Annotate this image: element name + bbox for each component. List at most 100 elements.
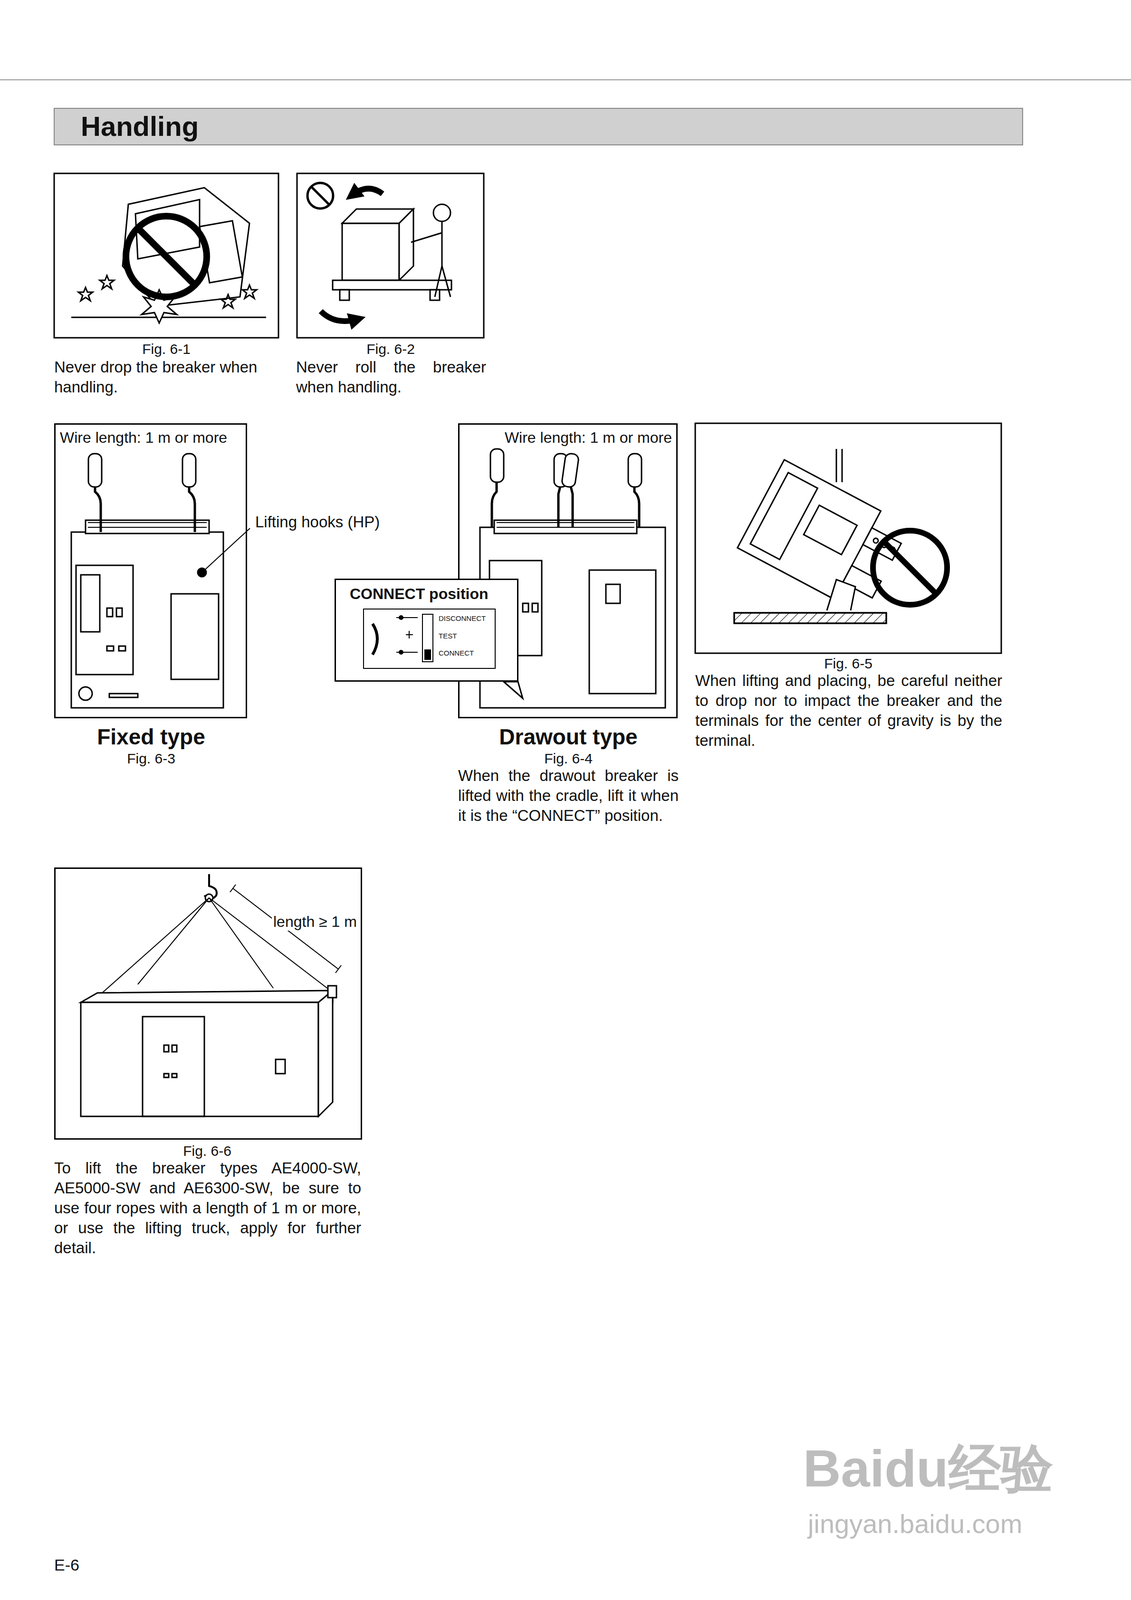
roll-illustration-part xyxy=(441,266,451,298)
drop-illustration-part xyxy=(99,275,115,289)
four-rope-lifting-illustration-part xyxy=(80,1002,319,1117)
drop-illustration-part xyxy=(137,228,195,286)
drop-illustration-part xyxy=(220,294,236,308)
four-rope-lifting-illustration-part xyxy=(102,898,210,994)
position-label: DISCONNECT xyxy=(437,614,488,624)
title-band xyxy=(54,108,1023,145)
position-label: CONNECT xyxy=(437,649,476,658)
fixed-breaker-illustration-part xyxy=(87,522,207,528)
fixed-breaker-illustration-part xyxy=(85,520,210,534)
fixed-breaker-illustration-part xyxy=(106,608,113,617)
figure-number: Fig. 6-3 xyxy=(56,749,247,768)
drawout-breaker-illustration-part xyxy=(628,453,642,488)
caption-text: Never roll the breaker when handling. xyxy=(296,357,487,398)
fixed-breaker-illustration-part xyxy=(171,594,219,680)
tilted-breaker-illustration-part xyxy=(826,579,856,611)
roll-illustration xyxy=(297,173,484,338)
figure-frame: length ≥ 1 m xyxy=(54,867,363,1141)
callout-box: CONNECT positionDISCONNECT TEST CONNECT xyxy=(334,578,519,682)
drawout-breaker-illustration-part xyxy=(503,681,523,699)
type-heading: Drawout type xyxy=(473,723,664,752)
drawout-breaker-illustration-part xyxy=(634,484,640,528)
caption-text: When the drawout breaker is lifted with … xyxy=(458,766,679,826)
tilted-breaker-illustration-part xyxy=(872,530,948,605)
four-rope-lifting-illustration-part xyxy=(335,965,342,974)
drawout-breaker-illustration-part xyxy=(522,603,529,613)
title-band-part xyxy=(54,108,1023,145)
roll-illustration-part xyxy=(441,221,443,267)
figure-number: Fig. 6-4 xyxy=(473,749,664,768)
indicator-panel-part xyxy=(372,623,378,655)
drop-illustration-part xyxy=(122,187,250,307)
four-rope-lifting-illustration-part xyxy=(142,1016,205,1117)
figure-number: Fig. 6-2 xyxy=(319,340,462,359)
callout-heading: CONNECT position xyxy=(348,584,490,604)
fixed-breaker-illustration-part xyxy=(182,453,196,488)
fixed-breaker-illustration-part xyxy=(109,693,138,698)
fixed-breaker-illustration-part xyxy=(201,528,250,573)
four-rope-lifting-illustration-part xyxy=(275,1059,286,1074)
drawout-breaker-illustration-part xyxy=(496,522,635,528)
fixed-breaker-illustration-part xyxy=(118,646,126,652)
tilted-breaker-illustration-part-part xyxy=(803,505,857,555)
indicator-panel-part xyxy=(422,614,433,662)
drawout-breaker-illustration-part xyxy=(532,603,538,613)
dimension-label: length ≥ 1 m xyxy=(271,912,359,931)
fixed-breaker-illustration-part xyxy=(189,484,195,533)
four-rope-lifting-illustration-part xyxy=(209,898,331,991)
drop-illustration-part xyxy=(135,199,200,259)
tilted-breaker-illustration-part-part xyxy=(737,460,882,600)
watermark: Baidu经验 xyxy=(803,1435,1098,1503)
caption-text: Never drop the breaker when handling. xyxy=(54,357,282,398)
four-rope-lifting-illustration-part xyxy=(172,1045,177,1053)
tilted-breaker-illustration-part xyxy=(734,613,887,624)
indicator-panel-part xyxy=(408,631,410,639)
caption-text: When lifting and placing, be careful nei… xyxy=(695,670,1003,751)
four-rope-lifting-illustration-part xyxy=(327,986,337,998)
tilted-breaker-illustration-part xyxy=(883,541,937,595)
drop-illustration-part xyxy=(78,287,93,301)
position-label: TEST xyxy=(437,632,459,641)
figure-number: Fig. 6-6 xyxy=(135,1142,279,1161)
indicator-panel-part xyxy=(363,609,496,669)
tilted-breaker-illustration xyxy=(695,423,1002,654)
roll-illustration-part xyxy=(339,289,350,301)
drawout-breaker-illustration-part xyxy=(570,484,573,528)
roll-illustration-part xyxy=(434,266,442,298)
tilted-breaker-illustration-part-part xyxy=(750,472,818,560)
roll-illustration-part xyxy=(411,232,442,243)
four-rope-lifting-illustration-part xyxy=(163,1045,169,1053)
drop-illustration-part xyxy=(242,285,257,299)
drop-illustration-part xyxy=(54,173,279,338)
indicator-panel-part xyxy=(399,650,403,655)
indicator-panel-part xyxy=(424,650,431,660)
type-heading: Fixed type xyxy=(56,723,247,752)
figure-number: Fig. 6-1 xyxy=(95,340,238,359)
drawout-breaker-illustration-part xyxy=(558,484,561,528)
page-rule xyxy=(0,79,1131,81)
roll-illustration-part xyxy=(307,182,334,209)
caption-text: To lift the breaker types AE4000-SW, AE5… xyxy=(54,1158,362,1259)
four-rope-lifting-illustration-part xyxy=(137,898,210,985)
watermark: jingyan.baidu.com xyxy=(807,1507,1103,1542)
four-rope-lifting-illustration-part xyxy=(80,990,333,1003)
page-number: E-6 xyxy=(54,1554,150,1576)
drawout-breaker-illustration-part xyxy=(589,570,656,694)
tilted-breaker-illustration-part-part xyxy=(872,537,880,545)
roll-illustration-part xyxy=(311,186,330,205)
roll-illustration-part xyxy=(352,188,383,195)
fixed-breaker-illustration-part xyxy=(116,608,123,617)
drawout-breaker-illustration-part xyxy=(490,449,504,483)
tilted-breaker-illustration-part xyxy=(734,613,887,624)
fixed-breaker-illustration-part xyxy=(71,532,224,709)
fixed-breaker-illustration-part xyxy=(80,575,100,633)
roll-illustration-part xyxy=(332,280,452,290)
fixed-breaker-illustration-part xyxy=(88,453,102,488)
four-rope-lifting-illustration-part xyxy=(163,1073,169,1078)
tilted-breaker-illustration-part xyxy=(841,449,844,483)
drawout-breaker-illustration-part xyxy=(491,479,497,528)
wire-length-note: Wire length: 1 m or more xyxy=(503,428,674,447)
roll-illustration-part xyxy=(399,209,414,281)
wire-length-note: Wire length: 1 m or more xyxy=(58,428,229,447)
